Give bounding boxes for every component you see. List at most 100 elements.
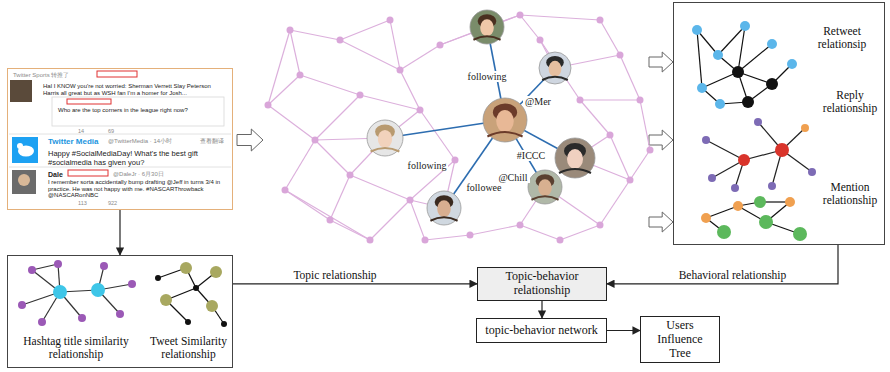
network-dot	[437, 42, 444, 49]
text-slot: @TwitterMedia · 14小时	[108, 138, 172, 145]
network-link	[340, 20, 390, 40]
graph-vertex	[692, 25, 702, 35]
network-dot	[347, 172, 354, 179]
network-link	[400, 70, 420, 110]
network-link	[425, 235, 470, 240]
process-box: Topic-behavior relationship	[477, 267, 607, 301]
graph-vertex	[740, 21, 750, 31]
graph-vertex	[160, 294, 172, 306]
graph-vertex	[787, 59, 797, 69]
text-slot: @Chill	[496, 172, 529, 183]
box-label: Topic-behavior relationship	[483, 270, 601, 298]
graph-edge	[738, 44, 772, 72]
graph-edge	[697, 30, 702, 88]
network-dot	[287, 27, 294, 34]
network-dot	[537, 37, 544, 44]
graph-vertex	[18, 301, 26, 309]
network-dot	[557, 237, 564, 244]
network-link	[268, 105, 315, 140]
avatar-face	[538, 179, 552, 196]
relation-label: followee	[465, 182, 504, 193]
twitter-logo	[12, 137, 38, 163]
separator	[9, 134, 231, 135]
graph-vertex	[801, 124, 809, 132]
network-link	[410, 200, 425, 240]
text-slot: Twitter Media	[48, 137, 99, 146]
network-link	[400, 45, 440, 70]
graph-label: Reply relationship	[816, 89, 884, 115]
network-link	[285, 140, 315, 190]
graph-vertex	[754, 118, 762, 126]
relation-label: following	[406, 160, 449, 171]
graph-vertex	[768, 182, 776, 190]
text-slot: following	[406, 160, 449, 171]
graph-vertex	[713, 50, 723, 60]
graph-label: Mention relationship	[816, 181, 884, 207]
avatar-face	[480, 19, 494, 36]
network-link	[520, 15, 600, 20]
graph-vertex	[738, 154, 750, 166]
network-dot	[357, 92, 364, 99]
avatar-body	[430, 217, 457, 220]
text-slot: followee	[465, 182, 504, 193]
tweet-text: 922	[108, 200, 117, 206]
text-slot: 14	[78, 128, 84, 134]
network-link	[580, 100, 610, 135]
network-link	[600, 180, 630, 225]
network-link	[268, 75, 300, 105]
graph-vertex	[759, 215, 773, 229]
network-link	[620, 55, 640, 100]
connector	[607, 330, 640, 331]
tweet-text: @TwitterMedia · 14小时	[108, 138, 172, 145]
user-avatar	[427, 191, 461, 225]
tweet-avatar-face	[18, 174, 30, 186]
network-dot	[337, 37, 344, 44]
box-label: topic-behavior network	[485, 324, 597, 338]
tweet-text: Twitter Sports 转推了	[13, 72, 69, 79]
avatar-body	[542, 77, 568, 80]
hollow-arrow	[649, 130, 673, 150]
graph-edge	[738, 26, 745, 72]
network-dot	[422, 237, 429, 244]
graph-vertex	[193, 285, 199, 291]
graph-label: Retweet relationsip	[801, 25, 883, 51]
text-slot: Mention relationship	[816, 181, 884, 207]
graph-vertex	[733, 201, 743, 211]
text-slot: Behavioral relationship	[677, 269, 789, 281]
tweet-text: 113	[78, 200, 87, 206]
graph-vertex	[185, 319, 191, 325]
network-dot	[407, 197, 414, 204]
network-link	[285, 190, 370, 240]
avatar-body	[531, 196, 558, 199]
graph-vertex	[793, 227, 807, 241]
process-box: topic-behavior network	[476, 318, 607, 343]
relation-label: #ICCC	[515, 150, 547, 161]
redaction	[67, 99, 111, 104]
network-link	[520, 15, 540, 40]
graph-vertex	[78, 314, 86, 322]
network-dot	[312, 137, 319, 144]
graph-vertex	[717, 225, 731, 239]
network-link	[268, 30, 290, 105]
text-slot: @Mer	[523, 96, 553, 107]
graph-vertex	[785, 197, 795, 207]
graph-vertex	[731, 184, 739, 192]
hollow-arrow	[649, 52, 673, 72]
avatar-face	[567, 149, 583, 169]
network-dot	[597, 222, 604, 229]
graph-vertex	[702, 136, 710, 144]
network-link	[350, 175, 410, 200]
tweet-text: @DaleJr · 6月30日	[113, 171, 164, 178]
graph-vertex	[766, 78, 778, 90]
tweet-text: Happy #SocialMediaDay! What's the best g…	[48, 149, 228, 167]
network-dot	[597, 17, 604, 24]
edge-label: Behavioral relationship	[677, 269, 789, 281]
avatar-body	[473, 36, 500, 39]
network-dot	[617, 52, 624, 59]
avatar-body	[559, 169, 591, 173]
graph-vertex	[38, 318, 46, 326]
network-dot	[297, 72, 304, 79]
tweet-text: Who are the top corners in the league ri…	[58, 107, 223, 114]
network-dot	[627, 177, 634, 184]
avatar-face	[378, 130, 392, 148]
